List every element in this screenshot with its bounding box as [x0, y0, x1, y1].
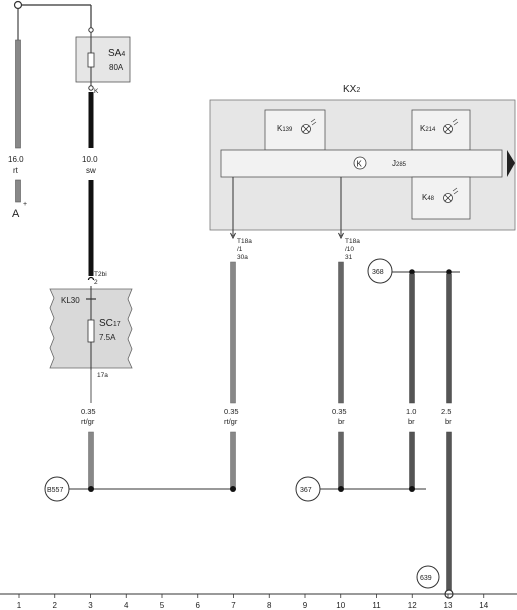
grid-number: 14	[479, 601, 488, 610]
grid-number: 8	[267, 601, 272, 610]
battery-terminal-circle	[13, 0, 23, 10]
svg-text:K214: K214	[420, 124, 436, 133]
fuse-icon	[87, 319, 95, 343]
svg-text:SC17: SC17	[99, 318, 121, 329]
fuse-block-pin: 17a	[97, 372, 108, 379]
wire-5-color: br	[445, 417, 452, 426]
reference-b557-label: B557	[47, 487, 63, 494]
grid-number: 1	[17, 601, 22, 610]
fuse-sa4: SA4 80A K	[75, 32, 131, 95]
wire-sw-size: 10.0	[82, 155, 98, 164]
t18a-31-pin: /10	[345, 246, 354, 253]
wire-3-color: br	[338, 417, 345, 426]
fuse-block: KL30 SC17 7.5A 17a	[49, 286, 133, 379]
svg-text:KX2: KX2	[343, 84, 360, 95]
continuation-arrow-icon	[507, 150, 515, 177]
battery-plus: +	[23, 201, 27, 208]
t18a-30a-signal: 30a	[237, 254, 248, 261]
lamp-icon	[443, 187, 459, 203]
wire-3-size: 0.35	[332, 407, 347, 416]
wire-4-size: 1.0	[406, 407, 416, 416]
connector-t18a-31: T18a /10 31	[338, 232, 360, 261]
svg-text:J285: J285	[392, 159, 407, 168]
grid-number: 6	[196, 601, 201, 610]
battery-wire-size: 16.0	[8, 155, 24, 164]
fuse-block-rating: 7.5A	[99, 333, 116, 342]
wire-2-color: rt/gr	[224, 417, 238, 426]
grid-number: 11	[372, 601, 381, 610]
lamp-k139-index: 139	[282, 127, 293, 133]
t18a-30a-pin: /1	[237, 246, 243, 253]
wire-1-size: 0.35	[81, 407, 96, 416]
lamp-k48-index: 48	[427, 196, 434, 202]
wire-4: 1.0 br	[406, 273, 416, 490]
reference-368: 368	[367, 258, 460, 284]
wire-sw: 10.0 sw T2bi 2	[82, 92, 107, 286]
svg-text:K: K	[357, 160, 363, 169]
wire-3: 0.35 br	[332, 261, 347, 490]
reference-639: 639	[416, 565, 454, 599]
t2bi-name: T2bi	[94, 271, 107, 278]
grid-number: 4	[124, 601, 129, 610]
wire-5-size: 2.5	[441, 407, 451, 416]
battery-label: A	[12, 208, 20, 220]
control-unit-kx2: KX2 K139 K214 K J285 K48	[209, 84, 516, 236]
lamp-k214-name: K	[420, 124, 426, 133]
fuse-sa4-name: SA	[108, 48, 122, 59]
wire-4-color: br	[408, 417, 415, 426]
wire-1: 0.35 rt/gr	[81, 370, 96, 490]
control-unit-index: 2	[356, 87, 360, 94]
fuse-block-terminal: KL30	[61, 296, 80, 305]
lamp-k139-name: K	[277, 124, 283, 133]
fuse-sa4-pin: K	[94, 88, 99, 95]
reference-639-label: 639	[420, 575, 432, 582]
t18a-31-name: T18a	[345, 238, 360, 245]
module-icon: K	[353, 156, 367, 170]
lamp-k214-index: 214	[425, 127, 436, 133]
grid-number: 13	[444, 601, 453, 610]
ground-bus: B557 367	[44, 476, 426, 502]
connector-t18a-30a: T18a /1 30a	[230, 232, 252, 261]
t2bi-pin: 2	[94, 279, 98, 286]
module-name: J	[392, 159, 396, 168]
module-index: 285	[396, 162, 407, 168]
grid-number: 10	[336, 601, 345, 610]
battery-wire-color: rt	[13, 166, 19, 175]
fuse-block-name: SC	[99, 318, 113, 329]
supply-line	[13, 0, 94, 33]
wire-1-color: rt/gr	[81, 417, 95, 426]
svg-text:K48: K48	[422, 193, 435, 202]
lamp-k48-name: K	[422, 193, 428, 202]
wire-sw-color: sw	[86, 166, 96, 175]
grid-number: 3	[88, 601, 93, 610]
grid-number: 9	[303, 601, 308, 610]
grid-number: 7	[231, 601, 236, 610]
battery-wire: 16.0 rt A +	[8, 9, 27, 220]
wire-2-size: 0.35	[224, 407, 239, 416]
lamp-icon	[301, 118, 317, 134]
grid-number: 5	[160, 601, 165, 610]
lamp-icon	[443, 118, 459, 134]
svg-text:K139: K139	[277, 124, 293, 133]
grid-number: 2	[53, 601, 58, 610]
fuse-sa4-index: 4	[121, 51, 125, 58]
t18a-30a-name: T18a	[237, 238, 252, 245]
control-unit-name: KX	[343, 84, 357, 95]
wire-2: 0.35 rt/gr	[224, 261, 239, 490]
reference-367-label: 367	[300, 487, 312, 494]
fuse-block-index: 17	[113, 321, 121, 328]
grid-number: 12	[408, 601, 417, 610]
reference-368-label: 368	[372, 269, 384, 276]
svg-text:SA4: SA4	[108, 48, 125, 59]
fuse-icon	[87, 52, 95, 68]
fuse-sa4-rating: 80A	[109, 63, 124, 72]
wire-5: 2.5 br	[441, 273, 452, 595]
t18a-31-signal: 31	[345, 254, 353, 261]
